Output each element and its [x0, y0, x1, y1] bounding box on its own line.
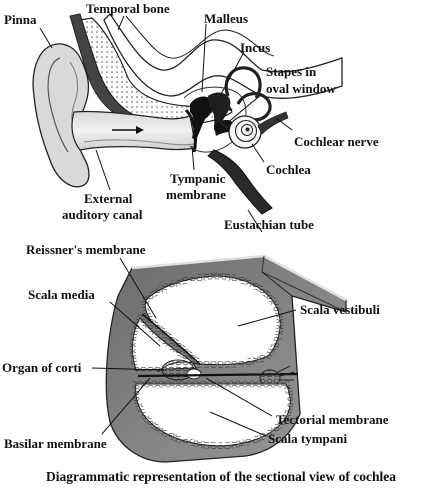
label-tympanic-line1: Tympanic: [170, 171, 226, 186]
label-external-line2: auditory canal: [62, 207, 143, 222]
label-malleus: Malleus: [204, 11, 248, 26]
cochlea-spiral: [229, 116, 261, 148]
label-external-line1: External: [84, 191, 133, 206]
label-reissners-membrane: Reissner's membrane: [26, 242, 146, 257]
label-eustachian-tube: Eustachian tube: [224, 217, 314, 232]
label-scala-media: Scala media: [28, 287, 95, 302]
label-cochlear-nerve: Cochlear nerve: [294, 134, 379, 149]
cochlear-nerve-shape: [258, 112, 288, 134]
label-incus: Incus: [240, 40, 270, 55]
label-tectorial-membrane: Tectorial membrane: [276, 412, 389, 427]
label-temporal-bone: Temporal bone: [86, 1, 170, 16]
figure-caption: Diagrammatic representation of the secti…: [46, 469, 396, 484]
label-cochlea: Cochlea: [266, 162, 311, 177]
label-pinna: Pinna: [4, 12, 37, 27]
label-stapes-line1: Stapes in: [266, 64, 317, 79]
label-organ-of-corti: Organ of corti: [2, 360, 82, 375]
label-tympanic-line2: membrane: [166, 187, 226, 202]
label-stapes-line2: oval window: [266, 81, 336, 96]
label-scala-tympani: Scala tympani: [268, 431, 347, 446]
label-scala-vestibuli: Scala vestibuli: [300, 302, 380, 317]
label-basilar-membrane: Basilar membrane: [4, 436, 107, 451]
